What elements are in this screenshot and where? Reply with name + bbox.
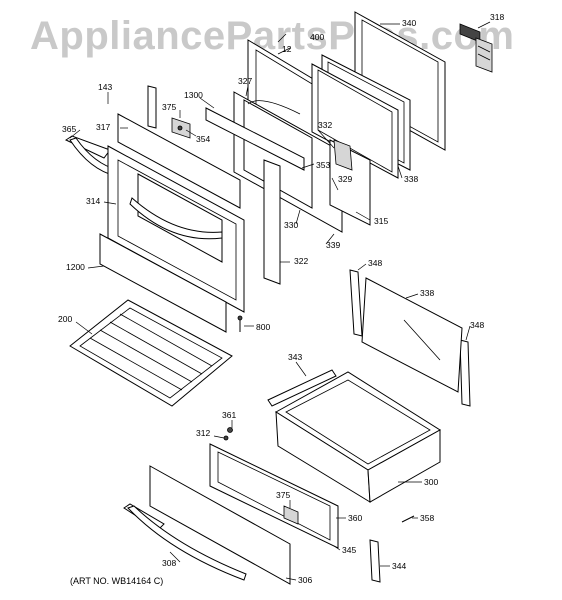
drawer-rail-left xyxy=(349,269,363,337)
door-lower-trim xyxy=(99,233,227,333)
door-hinge xyxy=(459,23,493,73)
side-post-left xyxy=(147,85,157,129)
art-number: (ART NO. WB14164 C) xyxy=(70,576,164,586)
drawer-front-panel xyxy=(123,465,291,585)
vent-bracket xyxy=(333,139,353,171)
callout-360: 360 xyxy=(348,513,362,523)
callout-345: 345 xyxy=(342,545,356,555)
callout-800: 800 xyxy=(256,322,270,332)
leader-lines xyxy=(69,21,491,581)
callout-12: 12 xyxy=(282,44,292,54)
callout-358: 358 xyxy=(420,513,434,523)
callout-354: 354 xyxy=(196,134,210,144)
callout-365: 365 xyxy=(62,124,76,134)
callout-343: 343 xyxy=(288,352,302,362)
storage-drawer-box xyxy=(275,371,441,503)
callout-306: 306 xyxy=(298,575,312,585)
callout-327: 327 xyxy=(238,76,252,86)
callout-330: 330 xyxy=(284,220,298,230)
callout-322: 322 xyxy=(294,256,308,266)
callout-315: 315 xyxy=(374,216,388,226)
callout-340: 340 xyxy=(402,18,416,28)
oven-door xyxy=(107,145,245,313)
oven-rack xyxy=(69,299,233,407)
callout-339: 339 xyxy=(326,240,340,250)
callout-labels: 340 318 400 12 143 327 1300 375 365 317 … xyxy=(58,12,504,585)
door-side-trim xyxy=(263,159,281,285)
callout-143: 143 xyxy=(98,82,112,92)
callout-375-upper: 375 xyxy=(162,102,176,112)
callout-332: 332 xyxy=(318,120,332,130)
callout-314: 314 xyxy=(86,196,100,206)
screw xyxy=(237,315,243,332)
callout-344: 344 xyxy=(392,561,406,571)
callout-1200: 1200 xyxy=(66,262,85,272)
callout-317: 317 xyxy=(96,122,110,132)
callout-318: 318 xyxy=(490,12,504,22)
callout-375-lower: 375 xyxy=(276,490,290,500)
callout-329: 329 xyxy=(338,174,352,184)
callout-348-left: 348 xyxy=(368,258,382,268)
drawer-front-frame xyxy=(209,443,339,549)
watermark: AppliancePartsPros.com xyxy=(30,14,515,58)
door-outer-panel xyxy=(354,11,446,151)
callout-361: 361 xyxy=(222,410,236,420)
drawer-rail-right xyxy=(459,339,471,407)
callout-353: 353 xyxy=(316,160,330,170)
callout-400: 400 xyxy=(310,32,324,42)
door-trim-top xyxy=(117,113,241,209)
callout-200: 200 xyxy=(58,314,72,324)
hinge-bracket xyxy=(171,117,191,139)
door-insulation-strip xyxy=(205,107,305,171)
callout-1300: 1300 xyxy=(184,90,203,100)
door-glass-assembly xyxy=(311,54,411,179)
callout-348-right: 348 xyxy=(470,320,484,330)
callout-300: 300 xyxy=(424,477,438,487)
callout-338-lower: 338 xyxy=(420,288,434,298)
drawer-slide xyxy=(267,369,337,407)
callout-312: 312 xyxy=(196,428,210,438)
callout-338-upper: 338 xyxy=(404,174,418,184)
drawer-glass-panel xyxy=(361,277,463,393)
fastener-set xyxy=(223,427,415,583)
callout-308: 308 xyxy=(162,558,176,568)
